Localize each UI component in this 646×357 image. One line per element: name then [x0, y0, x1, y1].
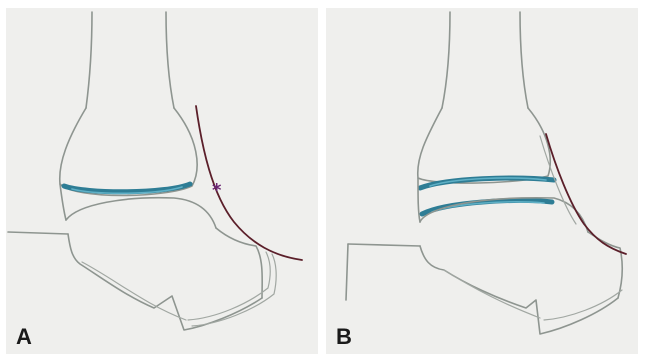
- tibia-shaft-top: [348, 244, 420, 246]
- tibia-shaft-top: [8, 232, 68, 234]
- asterisk: *: [212, 180, 222, 201]
- illustration-b: [326, 8, 638, 354]
- femur-shaft-right: [520, 12, 528, 108]
- panel-label-a: A: [16, 326, 32, 348]
- fragment-outline: [544, 290, 622, 320]
- panel-b: B: [326, 8, 638, 354]
- tibial-plateau: [66, 198, 216, 228]
- tibial-body: [420, 246, 618, 334]
- panel-a: * A: [6, 8, 318, 354]
- tibial-side-left: [418, 178, 420, 222]
- panel-label-b: B: [336, 326, 352, 348]
- femur-shaft-left: [86, 12, 92, 108]
- tibial-inner: [82, 262, 186, 320]
- femur-shaft-right: [166, 12, 174, 108]
- periosteum: [546, 134, 626, 254]
- tibial-right: [216, 228, 262, 298]
- illustration-a: *: [6, 8, 318, 354]
- tibial-right: [588, 232, 622, 298]
- tibial-side-left: [60, 184, 66, 220]
- femoral-condyle: [60, 108, 197, 196]
- tibia-shaft-left: [346, 244, 348, 300]
- tibial-inner: [444, 270, 540, 318]
- fragment-outline-2: [192, 254, 276, 326]
- femur-shaft-left: [442, 12, 450, 108]
- tibial-body: [68, 234, 262, 330]
- femoral-condyle: [418, 108, 550, 183]
- fragment-outline: [188, 252, 270, 320]
